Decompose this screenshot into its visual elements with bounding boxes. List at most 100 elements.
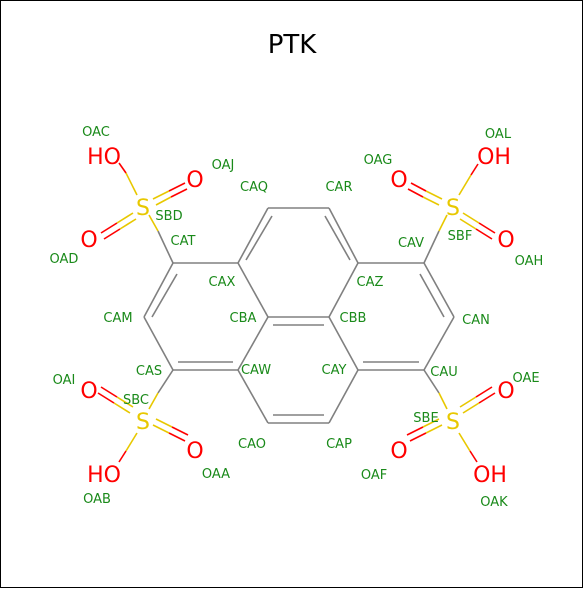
atom-label-sbf: SBF [448,229,473,244]
carbon-bonds [143,207,455,424]
sulfur-symbol-sbc: S [136,410,150,435]
bond-sbc-oai-r2 [97,392,115,404]
atom-label-oah: OAH [515,254,544,269]
atom-label-oal: OAL [485,127,512,142]
bond-cbb-cay [328,316,359,371]
bond-cau-s [423,369,440,394]
bond-cat-cam [143,262,174,318]
bond-sbf-oal-y [458,174,472,196]
atom-label-oac: OAC [82,125,110,140]
hydroxyl-symbol-bottom-right: OH [473,463,507,488]
atom-label-oag: OAG [364,153,393,168]
bond-sbe-oae-r1 [478,392,496,404]
bond-caw-cao [237,369,269,424]
bond-sbf-oah-y1 [462,212,480,224]
atom-label-caw: CAW [241,363,271,378]
atom-label-car: CAR [325,180,352,195]
hydroxyl-symbol-bottom-left: HO [87,463,121,488]
bond-sbe-oaf-r1 [409,432,427,442]
bond-can-cau [423,316,455,371]
oxygen-symbol-oad: O [80,228,97,253]
bond-sbe-oae-y2 [459,396,477,408]
atom-label-can: CAN [462,313,490,328]
bond-sbf-oag-y1 [425,190,443,200]
bond-sbd-oad-y2 [119,218,137,230]
bond-cat-s [157,230,174,264]
atom-label-cax: CAX [209,275,236,290]
bond-sbf-oag-r1 [410,182,427,192]
bond-sbf-oah-r1 [478,222,496,234]
atom-label-caq: CAQ [240,180,268,195]
double-bond-cam-cat [151,273,178,318]
bond-sbc-oab-y [125,432,138,452]
bond-sbd-oaj-y2 [155,196,172,206]
atom-label-oad: OAD [50,252,79,267]
oxygen-symbol-oaf: O [390,439,407,464]
double-bond-caq-cax [245,215,273,261]
bond-sbe-oae-y1 [462,402,480,414]
bond-cam-cas [143,316,174,371]
bond-sbd-oaj-r1 [168,182,186,192]
hydroxyl-symbol-top-right: OH [477,145,511,170]
bond-sbe-oae-r2 [475,386,493,398]
atom-label-oaj: OAJ [212,158,235,173]
bond-caz-cbb [328,262,359,318]
bond-sbc-oab-r [118,450,127,463]
bond-sbc-oaa-r2 [171,426,189,436]
bond-cas-s [157,369,174,394]
bond-cav-s [423,230,440,264]
bond-cay-cap [328,369,359,424]
oxygen-labels: OAC OAJ OAD OAG OAL OAH OAI OAB OAA OAE … [50,125,544,510]
atom-label-oak: OAK [480,495,508,510]
sulfur-symbol-sbe: S [446,410,460,435]
double-bond-can-cav [419,273,445,318]
bond-sbc-oaa-y2 [155,418,173,428]
atom-label-cat: CAT [171,234,196,249]
bond-cau-s-yellow [438,392,448,410]
atom-label-cba: CBA [230,311,257,326]
hydroxyl-symbol-top-left: HO [87,145,121,170]
atom-label-cbb: CBB [340,311,367,326]
atom-label-oae: OAE [512,371,539,386]
bond-sbc-oaa-y1 [152,424,170,434]
bond-cax-cba [237,262,269,318]
bond-sbf-oah-r2 [475,228,493,240]
bond-cat-s-yellow [148,214,159,232]
bond-sbf-oag-y2 [422,196,440,206]
bond-sbc-oai-r1 [100,386,118,398]
atom-label-oab: OAB [83,492,111,507]
double-bond-car-caz [324,215,351,261]
atom-label-oaa: OAA [202,467,230,482]
bond-sbd-oaj-y1 [152,190,170,200]
bond-sbc-oai-y1 [116,396,134,408]
bond-sbe-oaf-r2 [406,426,424,436]
atom-label-cas: CAS [136,364,162,379]
bond-sbf-oah-y2 [459,218,477,230]
so-bonds [97,162,496,463]
bond-car-caz [328,207,359,264]
atom-label-oaf: OAF [361,468,387,483]
bond-sbc-oaa-r1 [168,432,186,442]
bond-sbd-oaj-r2 [170,188,188,198]
carbon-labels: CAQ CAR CAX CAZ CAT CAV CAM CAN CBA CBB … [103,180,489,452]
bond-sbe-oak-r [469,450,478,463]
bond-sbe-oaf-y1 [425,424,443,434]
bond-cav-s-yellow [438,214,448,232]
bond-sbd-oad-r2 [103,228,121,240]
atom-symbols: HO O S O OH O S O O S O HO O S O OH [80,145,514,488]
oxygen-symbol-oag: O [390,168,407,193]
atom-label-cav: CAV [398,236,424,251]
atom-label-sbc: SBC [123,393,149,408]
oxygen-symbol-oaj: O [186,168,203,193]
sulfur-symbol-sbf: S [446,196,460,221]
oxygen-symbol-oaa: O [186,439,203,464]
sulfur-symbol-sbd: S [136,196,150,221]
bond-sbd-oac-y [125,172,138,196]
bond-caq-cax [237,207,269,264]
oxygen-symbol-oai: O [80,379,97,404]
cs-bonds [148,214,448,410]
bond-sbe-oak-y [458,432,471,452]
sulfur-labels: SBD SBF SBC SBE [123,209,472,426]
